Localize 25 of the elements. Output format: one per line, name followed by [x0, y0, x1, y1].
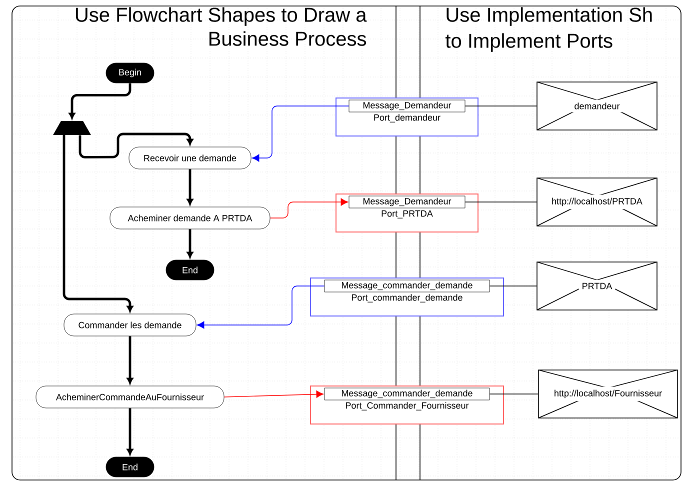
arrow	[62, 135, 134, 312]
binding-box: http://localhost/Fournisseur	[538, 370, 678, 418]
binding-box: demandeur	[536, 82, 658, 130]
message-box: Message_commander_demande	[324, 388, 490, 400]
arrow	[78, 132, 194, 158]
message-box: Message_commander_demande	[324, 280, 490, 292]
message-box: Message_Demandeur	[348, 196, 466, 208]
arrow	[270, 198, 348, 218]
arrow	[68, 83, 132, 120]
message-box: Message_Demandeur	[348, 100, 466, 112]
arrow	[224, 390, 324, 398]
terminal-pill: End	[166, 260, 214, 280]
arrow	[186, 229, 194, 258]
arrow	[196, 286, 325, 329]
heading: Use Flowchart Shapes to Draw a Business Process	[76, 7, 367, 46]
arrow	[126, 336, 134, 384]
terminal-pill: End	[106, 456, 154, 478]
arrow	[186, 169, 194, 206]
arrow	[126, 408, 134, 456]
binding-box: http://localhost/PRTDA	[536, 178, 658, 226]
arrow	[252, 106, 350, 162]
heading: to Implement Ports	[446, 33, 612, 52]
heading: Use Implementation Sh	[446, 7, 652, 26]
binding-box: PRTDA	[536, 262, 658, 310]
terminal-pill: Begin	[106, 62, 154, 84]
